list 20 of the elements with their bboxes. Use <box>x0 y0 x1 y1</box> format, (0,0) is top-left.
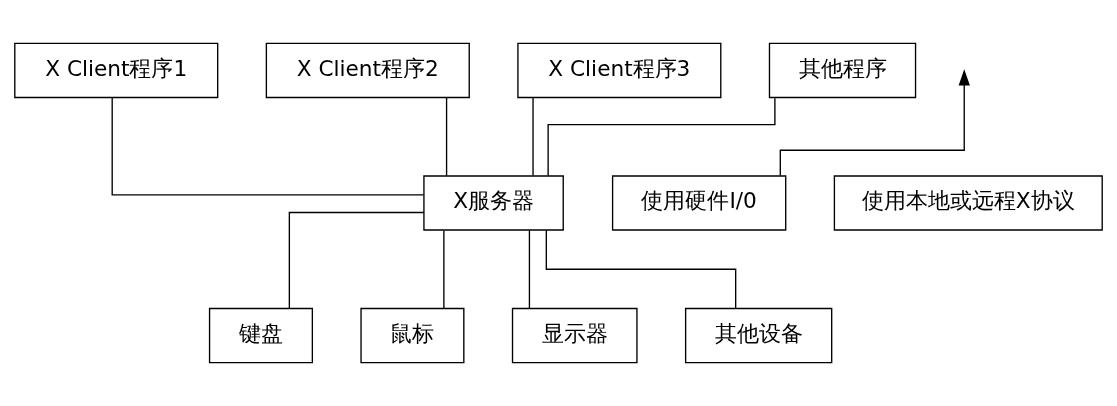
node-box: 其他程序 <box>768 42 917 99</box>
connector <box>288 211 425 309</box>
connector <box>445 97 448 177</box>
node-box: 使用本地或远程X协议 <box>833 175 1103 231</box>
arrow <box>779 69 970 177</box>
node-box: X Client程序3 <box>517 42 722 99</box>
connector <box>111 97 425 196</box>
node-box: 鼠标 <box>360 307 465 364</box>
connector <box>443 229 445 309</box>
node-box: X Client程序2 <box>265 42 470 99</box>
node-box: X服务器 <box>423 175 564 231</box>
node-box: X Client程序1 <box>14 42 219 99</box>
connector <box>532 97 534 177</box>
connector <box>545 229 737 309</box>
connector <box>547 97 776 177</box>
node-box: 键盘 <box>208 307 314 364</box>
node-box: 其他设备 <box>684 307 833 364</box>
connector <box>528 229 531 309</box>
node-box: 使用硬件I/0 <box>611 175 787 231</box>
node-box: 显示器 <box>511 307 638 364</box>
